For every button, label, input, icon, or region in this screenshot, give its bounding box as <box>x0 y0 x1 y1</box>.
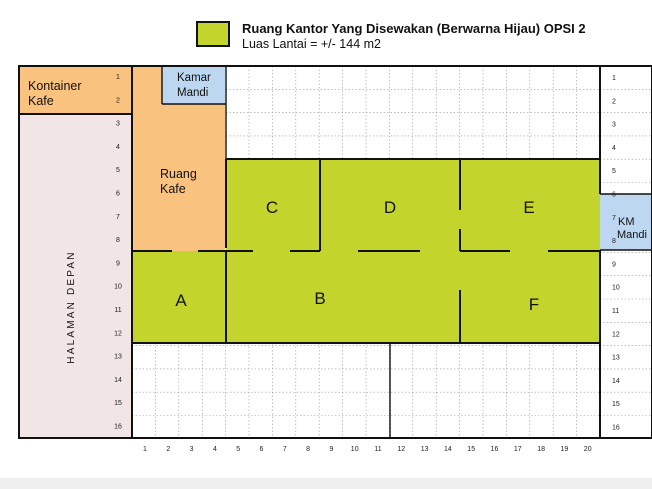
col-number: 12 <box>397 446 405 453</box>
legend-area: Luas Lantai = +/- 144 m2 <box>242 37 381 51</box>
halaman-depan-area <box>19 114 132 438</box>
row-number-right: 9 <box>612 261 616 268</box>
col-number: 6 <box>260 446 264 453</box>
row-number-left: 1 <box>116 74 120 81</box>
legend-swatch <box>196 21 230 47</box>
label-room-d: D <box>384 198 396 217</box>
row-number-left: 10 <box>114 284 122 291</box>
row-number-right: 6 <box>612 192 616 199</box>
col-number: 10 <box>351 446 359 453</box>
label-kontainer-kafe-2: Kafe <box>28 94 54 108</box>
row-number-left: 8 <box>116 237 120 244</box>
label-km-mandi-2: Mandi <box>617 229 647 241</box>
row-number-right: 16 <box>612 425 620 432</box>
label-ruang-kafe-1: Ruang <box>160 167 197 181</box>
row-number-left: 13 <box>114 354 122 361</box>
kamar-mandi-area <box>162 66 225 104</box>
col-number: 2 <box>166 446 170 453</box>
col-number: 13 <box>421 446 429 453</box>
row-number-left: 4 <box>116 144 120 151</box>
row-number-left: 16 <box>114 424 122 431</box>
row-number-left: 15 <box>114 400 122 407</box>
col-number: 18 <box>537 446 545 453</box>
outer-wall <box>18 65 652 439</box>
row-number-left: 12 <box>114 330 122 337</box>
label-room-e: E <box>523 198 534 217</box>
office-upper-area <box>226 159 600 251</box>
label-ruang-kafe-2: Kafe <box>160 182 186 196</box>
row-number-right: 15 <box>612 401 620 408</box>
row-number-right: 3 <box>612 122 616 129</box>
label-room-c: C <box>266 198 278 217</box>
col-number: 8 <box>306 446 310 453</box>
row-number-right: 4 <box>612 145 616 152</box>
col-number: 17 <box>514 446 522 453</box>
col-number: 15 <box>467 446 475 453</box>
row-number-right: 14 <box>612 378 620 385</box>
col-number: 3 <box>190 446 194 453</box>
label-room-f: F <box>529 295 539 314</box>
bottom-band <box>0 478 652 489</box>
row-number-left: 9 <box>116 260 120 267</box>
label-kontainer-kafe-1: Kontainer <box>28 79 82 93</box>
km-mandi-area <box>600 194 652 250</box>
row-number-right: 11 <box>612 308 619 315</box>
row-number-left: 11 <box>114 307 121 314</box>
col-number: 20 <box>584 446 592 453</box>
col-number: 11 <box>374 446 381 453</box>
row-number-right: 8 <box>612 238 616 245</box>
row-number-left: 6 <box>116 191 120 198</box>
row-number-right: 7 <box>612 215 616 222</box>
label-km-mandi-1: KM <box>618 216 635 228</box>
col-number: 9 <box>329 446 333 453</box>
row-number-right: 5 <box>612 168 616 175</box>
col-number: 19 <box>561 446 569 453</box>
row-number-left: 7 <box>116 214 120 221</box>
row-number-right: 13 <box>612 355 620 362</box>
row-number-left: 2 <box>116 97 120 104</box>
row-number-right: 10 <box>612 285 620 292</box>
label-room-b: B <box>314 289 325 308</box>
row-number-left: 5 <box>116 167 120 174</box>
label-kamar-mandi-2: Mandi <box>177 87 208 99</box>
row-number-right: 12 <box>612 331 620 338</box>
col-number: 14 <box>444 446 452 453</box>
label-kamar-mandi-1: Kamar <box>177 72 211 84</box>
office-lower-area <box>132 251 600 343</box>
kontainer-kafe-area <box>19 66 132 114</box>
cafe-strip-area <box>132 66 162 104</box>
col-number: 5 <box>236 446 240 453</box>
label-room-a: A <box>175 291 187 310</box>
row-number-left: 3 <box>116 121 120 128</box>
row-number-left: 14 <box>114 377 122 384</box>
col-number: 16 <box>491 446 499 453</box>
legend-title: Ruang Kantor Yang Disewakan (Berwarna Hi… <box>242 21 586 36</box>
label-halaman-depan: HALAMAN DEPAN <box>66 250 77 363</box>
row-number-right: 2 <box>612 98 616 105</box>
col-number: 1 <box>143 446 147 453</box>
row-number-right: 1 <box>612 75 616 82</box>
col-number: 4 <box>213 446 217 453</box>
col-number: 7 <box>283 446 287 453</box>
ruang-kafe-area <box>132 104 225 251</box>
